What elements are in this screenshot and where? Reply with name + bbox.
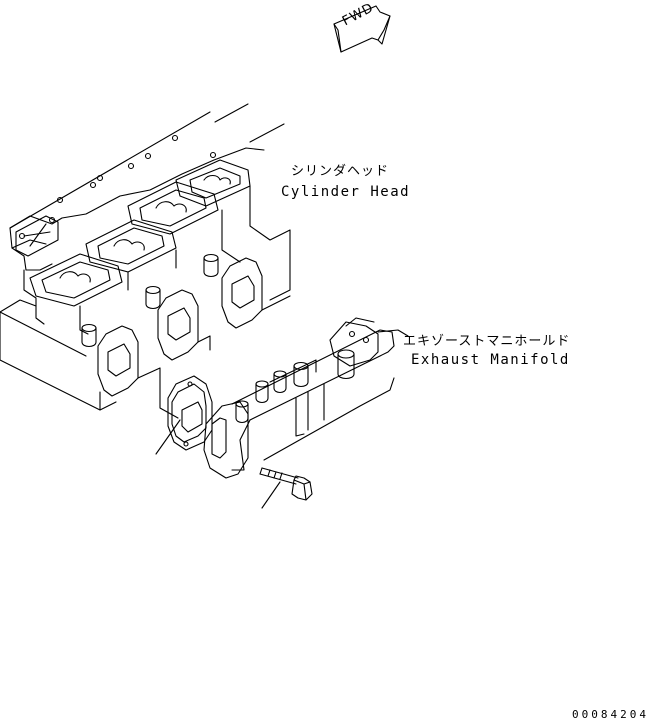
- drawing-number: 00084204: [572, 708, 649, 721]
- cylinder-head-label-jp: シリンダヘッド: [291, 164, 390, 179]
- exhaust-manifold-label-en: Exhaust Manifold: [411, 352, 570, 368]
- exhaust-gasket-drawing: [155, 375, 213, 455]
- exhaust-manifold-drawing: [203, 317, 395, 479]
- exhaust-manifold-label-jp: エキゾーストマニホールド: [403, 334, 571, 349]
- cylinder-head-drawing: [0, 103, 291, 419]
- cylinder-head-label-en: Cylinder Head: [281, 184, 411, 200]
- bolt-drawing: [259, 467, 313, 509]
- leader-lines: [377, 329, 409, 337]
- fwd-arrow-icon: [333, 5, 391, 53]
